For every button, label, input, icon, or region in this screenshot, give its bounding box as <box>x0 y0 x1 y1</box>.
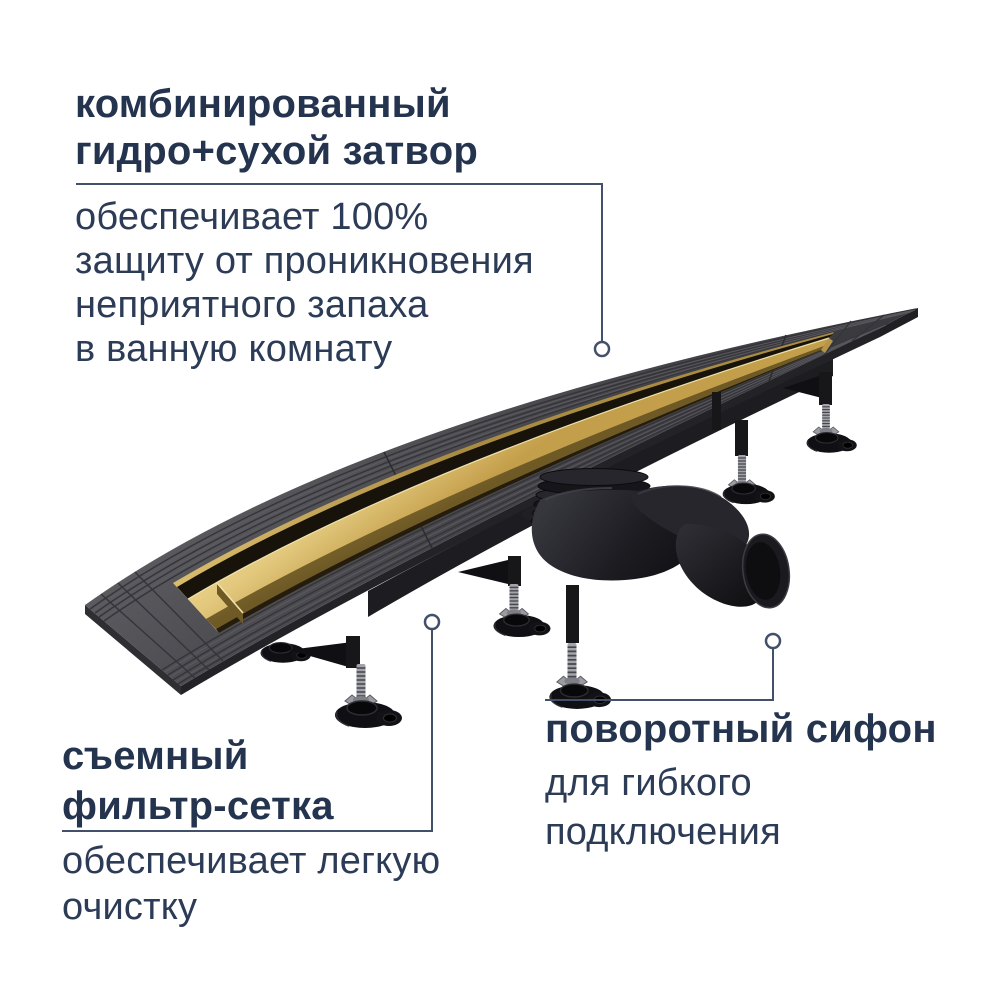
bracket-arm <box>712 392 721 430</box>
callout-filter-title-line: фильтр-сетка <box>62 784 334 828</box>
mounting-feet <box>289 372 858 729</box>
bracket-gusset <box>289 642 352 668</box>
threaded-rod <box>821 403 831 430</box>
threaded-rod <box>737 454 747 483</box>
callout-seal-body-line: обеспечивает 100% <box>75 196 429 238</box>
adjustable-foot <box>805 431 858 454</box>
plate-left-end-face <box>85 605 181 695</box>
adjustable-foot <box>492 613 552 638</box>
callout-line-siphon <box>545 648 774 701</box>
callout-seal-title: комбинированный гидро+сухой затвор <box>75 81 478 175</box>
plate-rib-grooves <box>89 308 917 685</box>
callout-line-seal <box>76 183 603 342</box>
plate-right-end-face <box>880 308 918 337</box>
callout-siphon-body-line: подключения <box>545 811 781 853</box>
gold-rail-top <box>188 338 829 619</box>
plate-near-side-face <box>181 328 880 695</box>
callout-seal-title-line: гидро+сухой затвор <box>75 129 478 173</box>
callout-seal-body-line: защиту от проникновения <box>75 240 534 282</box>
callout-filter-title-line: съемный <box>62 734 249 778</box>
bracket-gusset <box>783 375 822 398</box>
callout-seal: комбинированный гидро+сухой затвор <box>75 81 478 175</box>
callout-filter-body-line: обеспечивает легкую <box>62 840 441 882</box>
callout-line-filter <box>62 629 433 832</box>
bracket-post <box>508 556 521 586</box>
callout-marker-filter <box>423 613 441 631</box>
bracket-post <box>566 585 579 643</box>
siphon-outlet-pipe <box>675 524 791 609</box>
plate-rib-highlights <box>91 309 916 683</box>
callout-seal-body-line: в ванную комнату <box>75 328 393 370</box>
callout-filter-description: обеспечивает легкую очистку <box>62 838 440 930</box>
gold-rail-left-end-top <box>216 582 244 614</box>
threaded-rod <box>355 663 367 701</box>
callout-siphon-title: поворотный сифон <box>545 706 937 753</box>
siphon-spout-highlight <box>637 485 722 498</box>
siphon-body-highlight <box>544 487 613 501</box>
bracket-post <box>735 420 748 456</box>
callout-filter-body-line: очистку <box>62 886 198 928</box>
bracket-post <box>819 372 832 405</box>
bracket-post <box>346 636 360 668</box>
threaded-rod <box>566 642 578 682</box>
pipe-opening <box>745 542 781 600</box>
adjustable-foot <box>334 700 403 729</box>
gold-rail-right-end-face <box>821 338 833 353</box>
callout-seal-description: обеспечивает 100% защиту от проникновени… <box>75 195 534 371</box>
callout-siphon: поворотный сифон <box>545 706 937 753</box>
gold-rail <box>173 332 834 633</box>
callout-seal-body-line: неприятного запаха <box>75 284 429 326</box>
callout-seal-title-line: комбинированный <box>75 82 451 126</box>
gold-rail-left-end-face <box>217 583 243 624</box>
gold-rail-edge-highlight <box>187 337 830 600</box>
callout-filter: съемный фильтр-сетка <box>62 731 334 831</box>
callout-marker-siphon <box>764 632 782 650</box>
callout-siphon-title-line: поворотный сифон <box>545 707 937 751</box>
callout-filter-title: съемный фильтр-сетка <box>62 731 334 831</box>
callout-siphon-body-line: для гибкого <box>545 762 752 804</box>
callout-marker-seal <box>593 340 611 358</box>
callout-siphon-description: для гибкого подключения <box>545 759 781 857</box>
plate-end-grooves <box>100 314 885 679</box>
bracket-gusset <box>458 560 508 584</box>
